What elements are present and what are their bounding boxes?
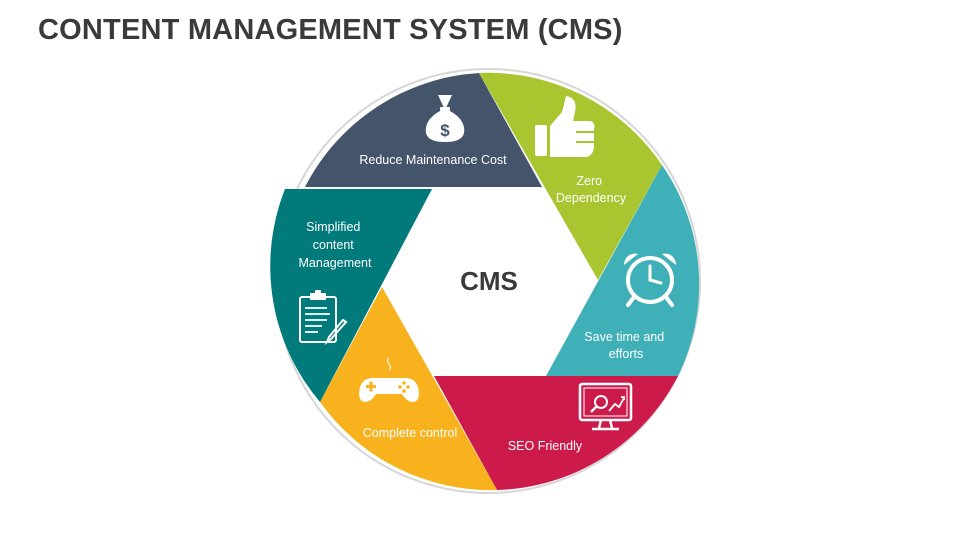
- segment-reduce-maintenance-cost: [305, 73, 542, 187]
- thumbs-up-icon: [535, 96, 595, 157]
- seo-monitor-icon: [578, 382, 633, 431]
- center-label: CMS: [460, 266, 518, 296]
- segment-label-zero-dependency: Zero Dependency: [556, 174, 627, 205]
- alarm-clock-icon: [623, 253, 677, 307]
- segment-label-seo-friendly: SEO Friendly: [508, 439, 583, 453]
- clipboard-icon: [299, 290, 348, 345]
- segment-label-complete-control: Complete control: [363, 426, 458, 440]
- segment-zero-dependency: [479, 72, 662, 280]
- segment-label-simplified-content: Simplified content Management: [299, 220, 372, 270]
- segment-label-reduce-maintenance-cost: Reduce Maintenance Cost: [359, 153, 507, 167]
- svg-text:$: $: [440, 121, 450, 140]
- segment-label-save-time: Save time and efforts: [584, 330, 667, 361]
- slide-title: CONTENT MANAGEMENT SYSTEM (CMS): [38, 14, 623, 46]
- segment-save-time: [546, 165, 700, 376]
- gamepad-icon: [359, 357, 419, 402]
- money-bag-icon: $: [425, 95, 465, 142]
- segment-simplified-content: [270, 189, 432, 402]
